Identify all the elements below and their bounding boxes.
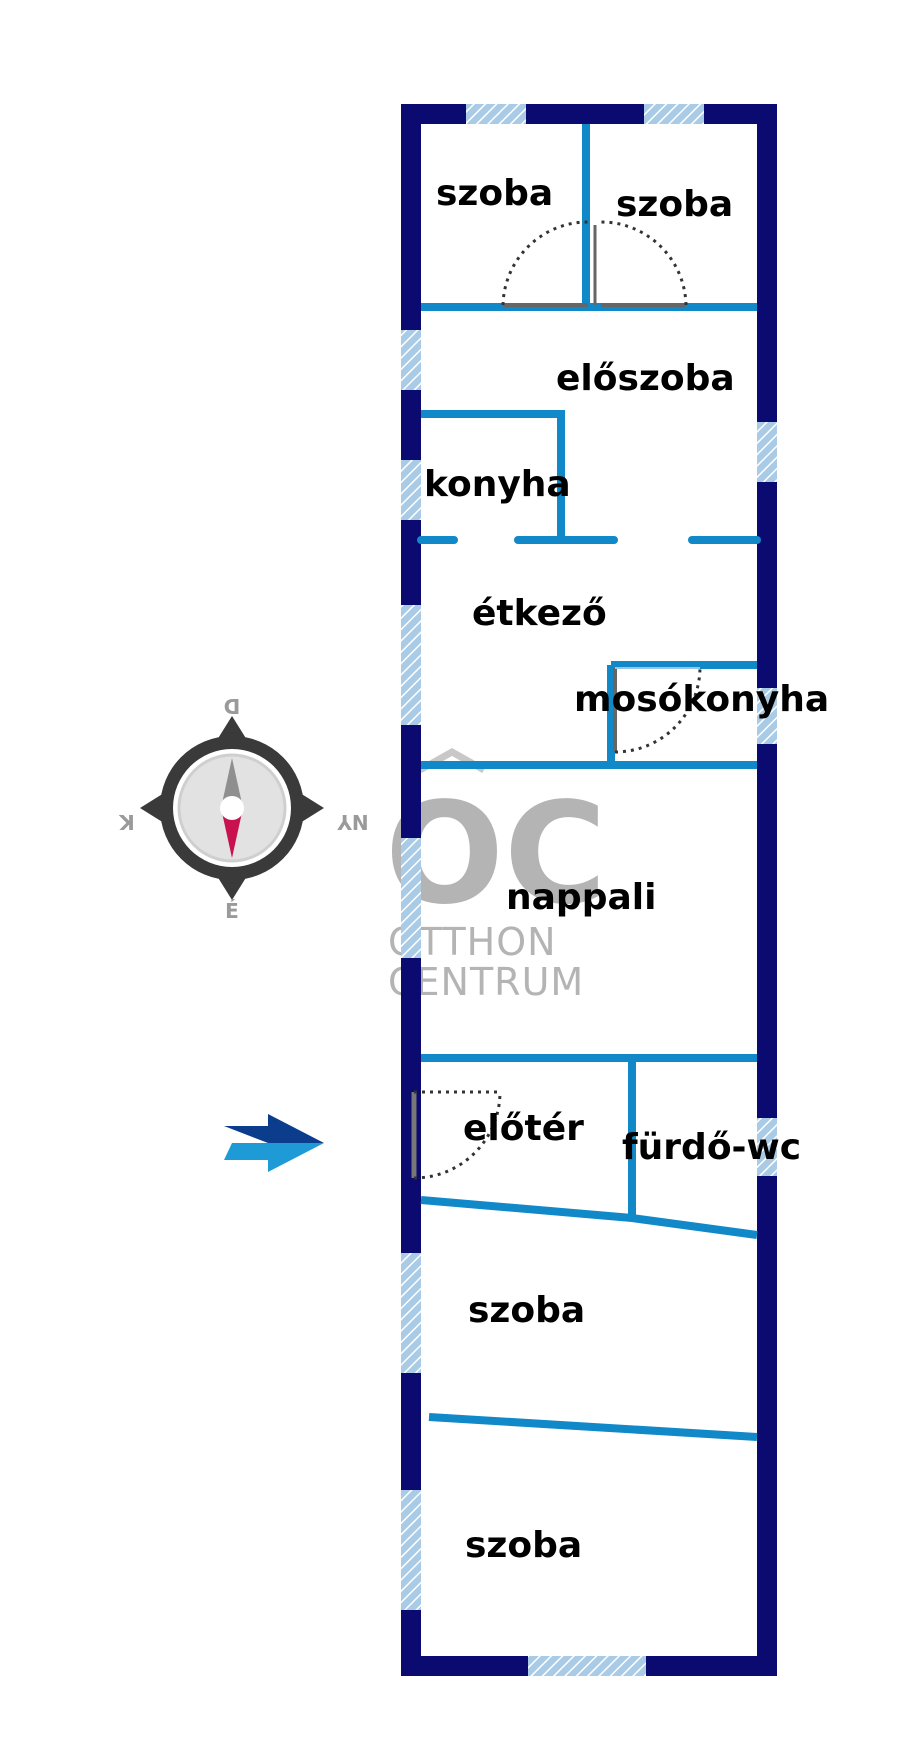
room-label-nappali: nappali	[506, 877, 656, 918]
room-label-mosokonyha: mosókonyha	[574, 679, 829, 720]
room-label-eloter: előtér	[463, 1108, 584, 1149]
compass-west-label: NY	[337, 810, 369, 834]
room-label-etkezo: étkező	[472, 593, 607, 634]
doors	[411, 220, 702, 1180]
window-left-2	[401, 460, 421, 520]
compass-needle-north-icon	[221, 758, 243, 808]
interior-walls	[417, 124, 761, 1441]
room-label-szoba-top-right: szoba	[616, 184, 733, 225]
window-left-4	[401, 838, 421, 958]
window-top-right	[644, 104, 704, 124]
window-right-2	[757, 688, 777, 744]
windows	[401, 104, 777, 1676]
room-label-eloszoba: előszoba	[556, 358, 735, 399]
window-left-6	[401, 1490, 421, 1610]
window-left-1	[401, 330, 421, 390]
logo-monogram: OC	[385, 773, 607, 936]
window-bottom	[528, 1656, 646, 1676]
window-left-3	[401, 605, 421, 725]
door-szoba-left	[501, 220, 589, 307]
compass-east-label: K	[118, 810, 135, 834]
room-label-furdo-wc: fürdő-wc	[622, 1127, 801, 1168]
window-top-left	[466, 104, 526, 124]
door-mosokonyha	[613, 667, 702, 754]
entrance-arrow-icon	[224, 1114, 324, 1172]
window-left-5	[401, 1253, 421, 1373]
room-label-szoba-bottom: szoba	[465, 1525, 582, 1566]
window-right-1	[757, 422, 777, 482]
window-right-3	[757, 1118, 777, 1176]
door-szoba-right	[593, 220, 688, 307]
compass-needle-south-icon	[221, 808, 243, 858]
compass-icon: D É K NY	[118, 694, 369, 923]
compass-north-label: É	[225, 899, 239, 923]
compass-south-label: D	[224, 694, 241, 718]
door-entrance	[411, 1090, 502, 1180]
room-label-szoba-lower: szoba	[468, 1290, 585, 1331]
room-label-konyha: konyha	[424, 464, 571, 505]
room-label-szoba-top-left: szoba	[436, 173, 553, 214]
